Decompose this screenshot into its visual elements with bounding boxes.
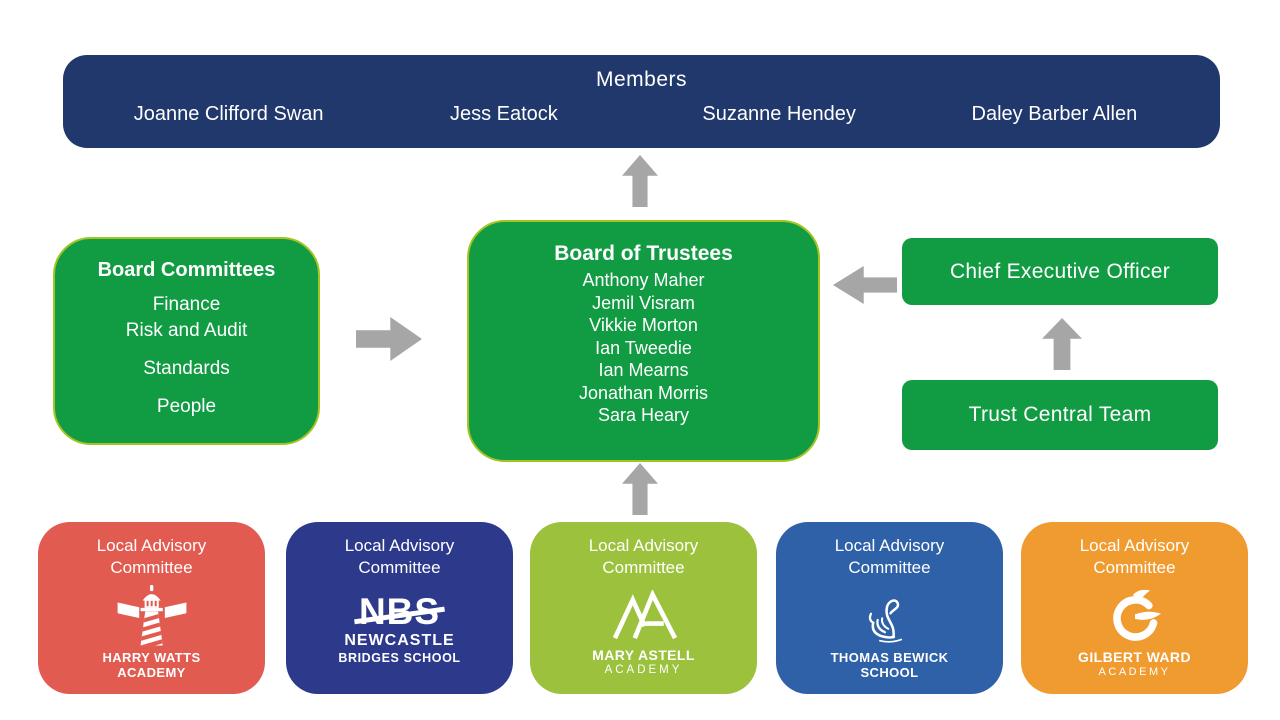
school-logo-text: SCHOOL — [860, 665, 919, 680]
member-name: Daley Barber Allen — [971, 103, 1138, 125]
school-logo-text: HARRY WATTS — [102, 650, 201, 665]
trust-central-team-label: Trust Central Team — [968, 403, 1152, 426]
trustee-name: Jemil Visram — [592, 292, 695, 313]
board-committees-box: Board Committees Finance Risk and Audit … — [53, 237, 320, 445]
trustee-name: Jonathan Morris — [578, 382, 709, 403]
members-names-row: Joanne Clifford Swan Jess Eatock Suzanne… — [63, 103, 1220, 126]
nbs-wordmark: NBS NEWCASTLE BRIDGES SCHOOL — [338, 579, 460, 676]
arrow-up-schools-to-trustees — [622, 463, 658, 515]
local-advisory-card-newcastle-bridges: Local Advisory Committee NBS NEWCASTLE B… — [286, 522, 513, 694]
committee-item: People — [156, 396, 217, 417]
members-bar: Members Joanne Clifford Swan Jess Eatock… — [63, 55, 1220, 148]
ma-monogram-icon — [611, 579, 677, 648]
ceo-label: Chief Executive Officer — [949, 259, 1171, 283]
committee-label: Local Advisory Committee — [96, 536, 207, 577]
school-logo-text: NEWCASTLE — [344, 631, 455, 649]
lighthouse-icon — [113, 579, 191, 650]
trustee-name: Sara Heary — [597, 405, 690, 425]
arrow-left-ceo-to-trustees — [833, 266, 897, 304]
committee-label: Local Advisory Committee — [834, 536, 945, 577]
committee-label: Local Advisory Committee — [1079, 536, 1190, 577]
arrow-up-trustees-to-members — [622, 155, 658, 207]
bird-swirl-icon — [1104, 579, 1166, 650]
chief-executive-officer-box: Chief Executive Officer — [902, 238, 1218, 305]
board-of-trustees-title: Board of Trustees — [554, 242, 733, 265]
board-committees-title: Board Committees — [97, 259, 276, 281]
trust-central-team-box: Trust Central Team — [902, 380, 1218, 450]
swan-icon — [860, 579, 920, 650]
committee-item: Risk and Audit — [125, 320, 248, 341]
nbs-acronym: NBS — [358, 590, 441, 632]
committee-item: Standards — [143, 358, 230, 379]
member-name: Joanne Clifford Swan — [133, 103, 324, 125]
school-logo-text: ACADEMY — [1098, 666, 1171, 678]
school-logo-text: ACADEMY — [117, 665, 186, 680]
member-name: Jess Eatock — [449, 103, 558, 125]
board-of-trustees-box: Board of Trustees Anthony Maher Jemil Vi… — [467, 220, 820, 462]
local-advisory-card-thomas-bewick: Local Advisory Committee THOMAS BEWICK S… — [776, 522, 1003, 694]
local-advisory-card-harry-watts: Local Advisory Committee — [38, 522, 265, 694]
local-advisory-card-mary-astell: Local Advisory Committee MARY ASTELL ACA… — [530, 522, 757, 694]
trustee-name: Anthony Maher — [582, 270, 705, 290]
member-name: Suzanne Hendey — [702, 103, 856, 125]
school-logo-text: GILBERT WARD — [1078, 649, 1191, 665]
committee-label: Local Advisory Committee — [344, 536, 455, 577]
school-logo-text: THOMAS BEWICK — [830, 650, 949, 665]
school-logo-text: MARY ASTELL — [592, 647, 695, 663]
committee-label: Local Advisory Committee — [588, 536, 699, 577]
members-title: Members — [595, 68, 688, 91]
arrow-right-committees-to-trustees — [356, 317, 422, 361]
trustee-name: Vikkie Morton — [589, 315, 698, 335]
committee-item: Finance — [152, 294, 221, 315]
trustee-name: Ian Mearns — [598, 360, 689, 380]
school-logo-text: ACADEMY — [604, 664, 683, 676]
trustee-name: Ian Tweedie — [595, 337, 692, 358]
arrow-up-trust-team-to-ceo — [1042, 318, 1082, 370]
local-advisory-card-gilbert-ward: Local Advisory Committee GILBERT WARD AC… — [1021, 522, 1248, 694]
school-logo-text: BRIDGES SCHOOL — [338, 650, 461, 665]
